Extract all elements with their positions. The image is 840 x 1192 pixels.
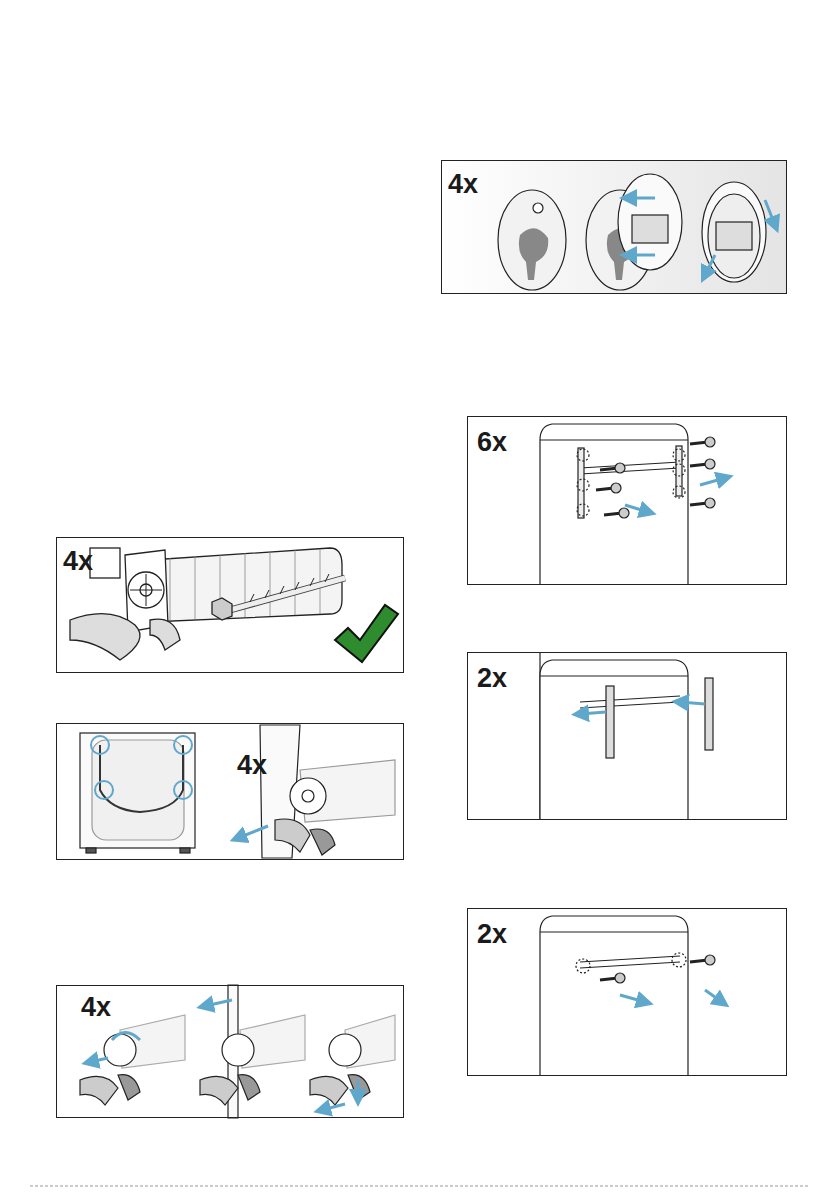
screws <box>576 437 715 983</box>
quantity-label: 4x <box>81 994 111 1021</box>
cap-arrows <box>628 198 775 275</box>
machine-back <box>80 733 195 853</box>
check-mark <box>335 605 398 662</box>
quantity-label: 6x <box>477 429 507 456</box>
move-arrows <box>580 478 725 1002</box>
panel-shade <box>442 161 787 293</box>
pull-arrow <box>238 826 268 838</box>
step-panel: 6x <box>467 416 787 585</box>
holder-and-screw <box>70 548 345 660</box>
step-panel: 4x <box>56 723 404 860</box>
step-arrows <box>90 1000 358 1110</box>
quantity-label: 2x <box>477 665 507 692</box>
step-panel: 4x <box>56 537 404 673</box>
quantity-label: 4x <box>63 548 93 575</box>
step-panel: 2x <box>467 652 787 820</box>
removal-steps <box>80 985 395 1118</box>
step-panel: 2x <box>467 908 787 1076</box>
quantity-label: 2x <box>477 921 507 948</box>
quantity-label: 4x <box>237 752 267 779</box>
page-edge <box>30 1186 810 1187</box>
machine-body <box>540 424 713 1076</box>
quantity-label: 4x <box>448 171 478 198</box>
pipe-clamp <box>260 725 395 858</box>
step-panel: 4x <box>56 985 404 1118</box>
cover-caps <box>498 174 766 290</box>
step-panel: 4x <box>441 160 787 294</box>
